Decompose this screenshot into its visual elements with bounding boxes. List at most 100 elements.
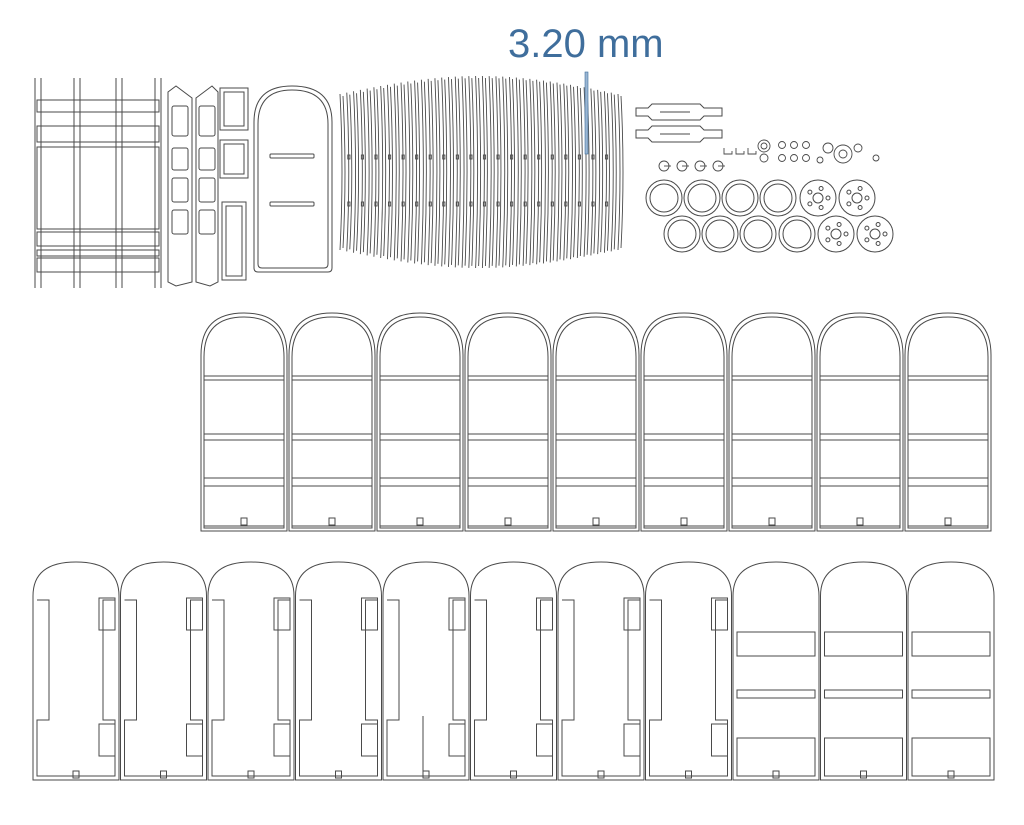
wheel-hub xyxy=(830,228,842,240)
rib xyxy=(576,85,580,259)
rib xyxy=(522,78,526,266)
wheel-bolt-hole xyxy=(843,231,849,237)
panel-tab xyxy=(416,517,424,526)
gear-hole xyxy=(760,142,768,150)
wheel-bolt-hole xyxy=(864,225,870,231)
panel-window xyxy=(203,485,285,527)
rib-notch xyxy=(523,154,527,160)
rib xyxy=(590,88,594,256)
panel-window xyxy=(824,737,903,777)
panel-inner-edge xyxy=(291,316,373,529)
panel-outline xyxy=(288,312,376,532)
floor-panel xyxy=(732,561,820,781)
seat-panel xyxy=(816,312,904,532)
rib-notch xyxy=(537,201,541,207)
rib-inner-edge xyxy=(349,94,353,250)
panel-inner-edge xyxy=(555,316,637,529)
panel-window xyxy=(731,485,813,527)
washer-part xyxy=(759,153,769,163)
panel-tab-slot xyxy=(273,597,291,631)
rail-frame-assembly xyxy=(34,78,162,288)
panel-window xyxy=(736,737,816,777)
rib-notch xyxy=(482,201,487,207)
wheel-inner xyxy=(763,183,793,213)
panel-slot xyxy=(824,689,903,699)
panel-inner-edge xyxy=(907,316,989,529)
wheel-bolt-hole xyxy=(825,225,831,231)
panel-inner-edge xyxy=(649,599,728,777)
wheel-rim xyxy=(701,215,739,253)
panel-tab xyxy=(592,517,600,526)
rib xyxy=(373,87,377,257)
rib xyxy=(502,76,506,268)
bracket-part xyxy=(735,148,745,155)
panel-tab-slot xyxy=(98,723,116,757)
rib-notch xyxy=(496,201,500,207)
floor-panel xyxy=(32,561,120,781)
panel-outline xyxy=(470,561,557,781)
washer-part xyxy=(853,143,863,153)
panel-window xyxy=(379,439,461,479)
wheel-bolt-hole xyxy=(857,205,863,210)
panel-outline xyxy=(120,561,207,781)
washer-part xyxy=(816,156,824,164)
rib xyxy=(393,83,397,261)
panel-window xyxy=(379,379,461,435)
panel-window xyxy=(824,631,903,657)
floor-panel xyxy=(557,561,645,781)
rib xyxy=(570,84,573,260)
rib-inner-edge xyxy=(369,90,373,254)
rib xyxy=(597,89,601,255)
panel-tab xyxy=(72,770,80,779)
panel-window xyxy=(907,439,989,479)
panel-tab-slot xyxy=(711,597,728,631)
wheel-bolt-hole xyxy=(846,201,852,207)
rib-notch xyxy=(510,201,514,207)
panel-window xyxy=(291,485,373,527)
rib xyxy=(488,76,492,268)
rib-inner-edge xyxy=(559,84,563,260)
wheel-rim xyxy=(739,215,777,253)
panel-slot xyxy=(736,689,816,699)
panel-tab-slot xyxy=(448,723,466,757)
panel-tab-slot xyxy=(623,723,641,757)
wheel-inner xyxy=(743,219,773,249)
rib-notch xyxy=(577,154,581,160)
rib-inner-edge xyxy=(383,87,387,257)
bracket-part xyxy=(747,148,757,155)
panel-outline xyxy=(816,312,904,532)
panel-window xyxy=(907,379,989,435)
rib-inner-edge xyxy=(620,95,624,249)
floor-panel xyxy=(470,561,557,781)
wheel-rim xyxy=(778,215,816,253)
rib-inner-edge xyxy=(444,79,448,265)
rib xyxy=(353,91,356,253)
curved-rib-array xyxy=(339,75,624,269)
floor-panel xyxy=(120,561,207,781)
pin-part xyxy=(790,154,798,162)
wheel-bolt-hole xyxy=(864,237,870,243)
rib-notch xyxy=(564,201,568,207)
rib xyxy=(542,80,546,264)
rib-inner-edge xyxy=(525,80,529,264)
rib-notch xyxy=(591,154,595,160)
rib xyxy=(461,76,465,268)
rib-notch xyxy=(347,154,351,160)
wheel-bolt-hole xyxy=(836,241,842,246)
wheel-bolt-hole xyxy=(864,195,870,201)
rib-inner-edge xyxy=(403,84,407,260)
connector-strips xyxy=(635,103,723,143)
panel-tab xyxy=(772,770,780,779)
panel-window xyxy=(643,485,725,527)
panel-window xyxy=(467,379,549,435)
wheel-bolt-hole xyxy=(836,222,842,227)
panel-window xyxy=(819,439,901,479)
rib-inner-edge xyxy=(417,82,421,262)
rib xyxy=(448,77,451,267)
bracket-part xyxy=(723,148,733,155)
panel-tab xyxy=(504,517,512,526)
panel-inner-edge xyxy=(299,599,378,777)
panel-outline xyxy=(907,561,995,781)
panel-tab xyxy=(160,770,167,779)
